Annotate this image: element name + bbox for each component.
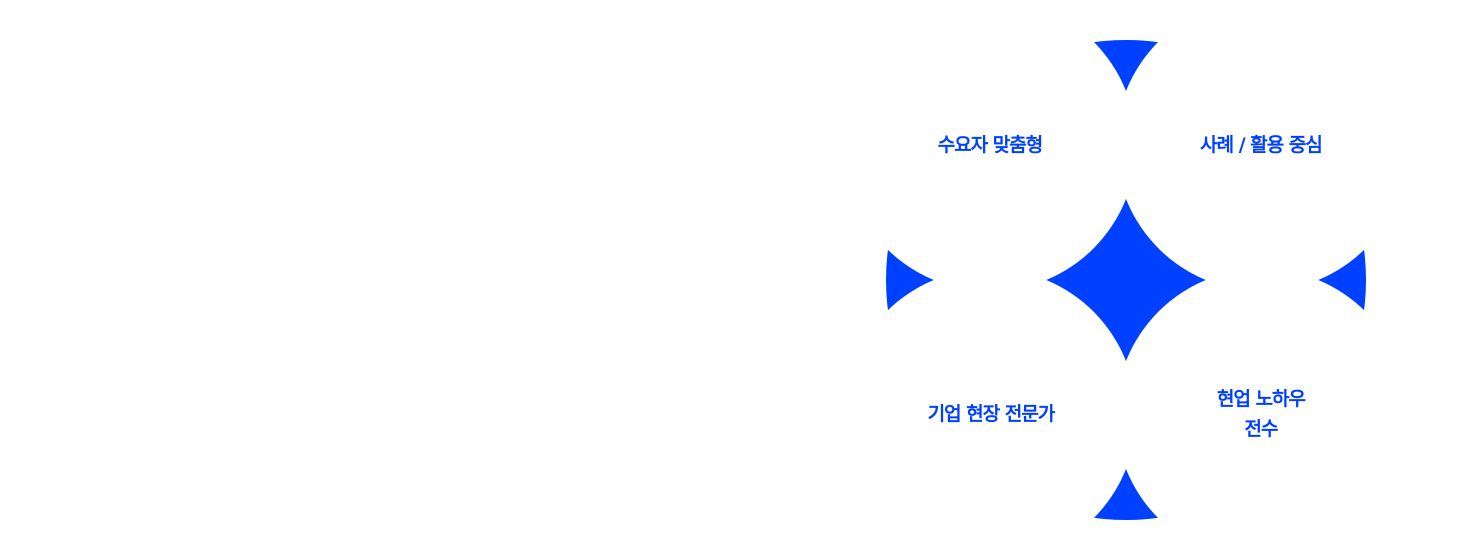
quadrant-label-bottom-right: 현업 노하우 전수 (1216, 388, 1306, 440)
quadrant-label-top-left: 수요자 맞춤형 (937, 134, 1043, 156)
quadrant-label-bottom-left: 기업 현장 전문가 (927, 403, 1056, 425)
quadrant-label-top-right: 사례 / 활용 중심 (1200, 134, 1323, 156)
blue-background-circle (886, 40, 1366, 520)
